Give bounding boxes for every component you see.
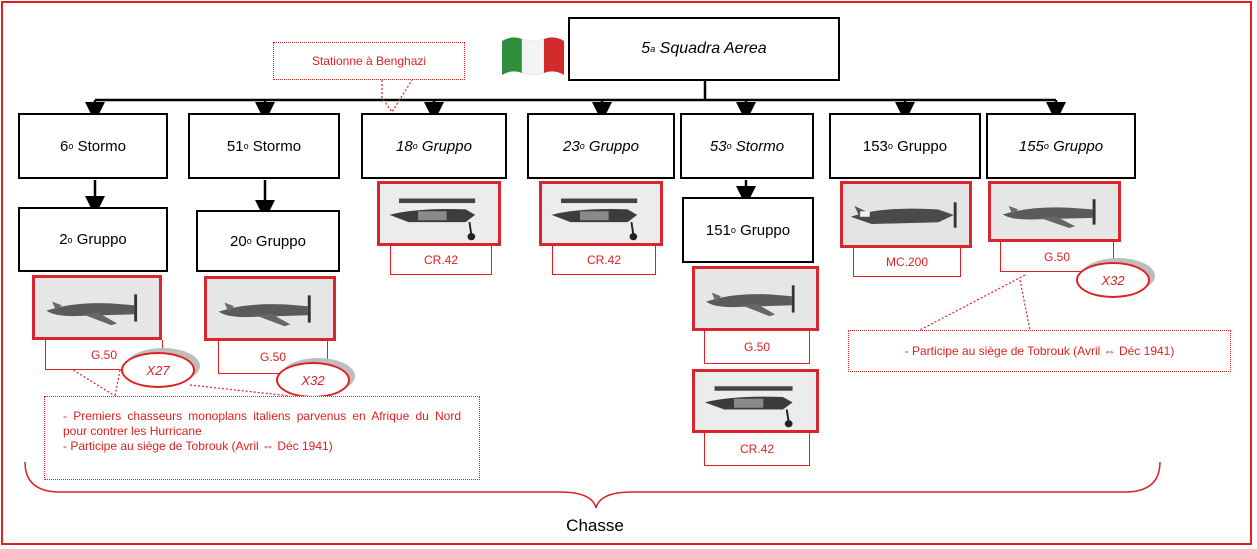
aircraft-label-text: G.50 <box>1043 249 1070 264</box>
left-note-line2: - Participe au siège de Tobrouk (Avril ⇔… <box>63 439 333 453</box>
unit-number: 155 <box>1018 137 1044 155</box>
unit-sup: o <box>1043 141 1049 151</box>
unit-number: 51 <box>226 137 244 155</box>
unit-sup: o <box>67 234 73 245</box>
aircraft-label: CR.42 <box>704 433 810 466</box>
aircraft-label: CR.42 <box>390 246 492 275</box>
left-note: - Premiers chasseurs monoplans italiens … <box>44 396 480 480</box>
italian-flag-icon <box>500 33 566 77</box>
aircraft-photo-g50 <box>204 276 336 341</box>
aircraft-photo-cr42 <box>692 369 819 433</box>
unit-name: Gruppo <box>421 137 472 155</box>
unit-sup: o <box>726 141 732 151</box>
unit-sup: o <box>887 141 893 151</box>
unit-number: 151 <box>705 221 731 239</box>
aircraft-label: G.50 <box>704 331 810 364</box>
count-ellipse: X27 <box>121 352 195 388</box>
count-ellipse: X32 <box>1076 262 1150 298</box>
stationed-note: Stationne à Benghazi <box>273 42 465 80</box>
aircraft-label-text: G.50 <box>743 340 770 354</box>
unit-name: Gruppo <box>255 232 306 250</box>
unit-number: 2 <box>59 231 68 248</box>
hq-title: Squadra Aerea <box>659 40 767 57</box>
count-ellipse: X32 <box>276 362 350 398</box>
left-note-line1: - Premiers chasseurs monoplans italiens … <box>63 409 461 438</box>
unit-number: 23 <box>563 137 580 155</box>
aircraft-photo-cr42 <box>539 181 663 246</box>
unit-name: Gruppo <box>897 137 948 155</box>
unit-sup: o <box>68 141 74 151</box>
aircraft-photo-cr42 <box>377 181 501 246</box>
aircraft-photo-g50 <box>692 266 819 331</box>
chasse-label: Chasse <box>566 516 624 535</box>
unit-number: 53 <box>709 137 727 155</box>
unit-sup: o <box>412 141 418 151</box>
aircraft-photo-g50 <box>32 275 162 340</box>
unit-number: 6 <box>60 137 69 155</box>
unit-name: Gruppo <box>740 221 791 239</box>
aircraft-photo-g50 <box>988 181 1121 242</box>
stationed-note-text: Stationne à Benghazi <box>311 54 427 68</box>
unit-number: 18 <box>396 137 413 155</box>
unit-sup: o <box>243 141 249 151</box>
unit-sup: o <box>730 225 736 235</box>
aircraft-label-text: CR.42 <box>423 253 458 267</box>
unit-name: Gruppo <box>76 231 127 248</box>
aircraft-label-text: G.50 <box>90 347 117 362</box>
aircraft-label-text: CR.42 <box>586 253 621 267</box>
hq-sup: a <box>650 44 656 54</box>
right-note: - Participe au siège de Tobrouk (Avril ⇔… <box>848 330 1231 372</box>
aircraft-label: CR.42 <box>552 246 656 275</box>
right-note-text: - Participe au siège de Tobrouk (Avril ⇔… <box>904 344 1175 358</box>
unit-name: Stormo <box>735 137 785 155</box>
aircraft-photo-mc200 <box>840 181 972 248</box>
unit-sup: o <box>579 141 585 151</box>
aircraft-label-text: G.50 <box>259 350 286 364</box>
aircraft-label: MC.200 <box>853 248 961 277</box>
unit-name: Gruppo <box>1053 137 1104 155</box>
count-text: X27 <box>146 362 170 378</box>
count-text: X32 <box>1101 272 1125 288</box>
unit-name: Stormo <box>77 137 126 155</box>
count-text: X32 <box>301 372 325 388</box>
unit-number: 20 <box>230 232 247 250</box>
hq-number: 5 <box>641 40 651 57</box>
unit-name: Stormo <box>252 137 302 155</box>
unit-sup: o <box>246 236 252 246</box>
unit-number: 153 <box>862 137 888 155</box>
aircraft-label-text: MC.200 <box>885 255 929 269</box>
unit-name: Gruppo <box>588 137 639 155</box>
aircraft-label-text: CR.42 <box>739 442 774 456</box>
